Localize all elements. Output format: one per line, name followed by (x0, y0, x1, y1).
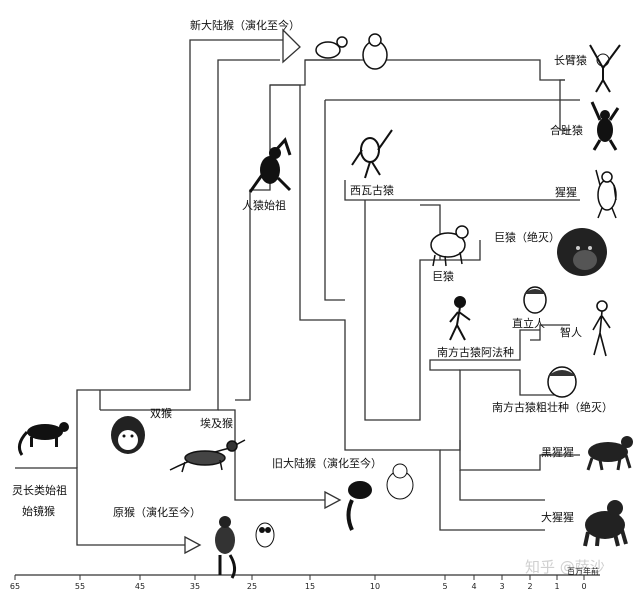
tick-label: 3 (499, 582, 505, 591)
label-new-world-monkey: 新大陆猴（演化至今） (190, 19, 300, 32)
branch-siva (324, 100, 345, 301)
gigantopithecus-head-icon (557, 228, 607, 276)
label-ape-ancestor: 人猿始祖 (242, 199, 286, 212)
branch-chimp-gorilla (459, 440, 580, 471)
branch-lesser-apes (305, 59, 565, 81)
label-australopithecus-afarensis: 南方古猿阿法种 (437, 346, 514, 359)
robustus-head-icon (547, 366, 577, 398)
branch-hominoid (235, 59, 360, 401)
hominid-walker-icon (449, 296, 471, 341)
label-gigantopithecus: 巨猿 (432, 270, 454, 283)
label-homo-sapiens: 智人 (560, 326, 582, 339)
branch-gibbon-split (559, 79, 570, 131)
macaque-icon (346, 463, 414, 531)
label-adapiform: 始镜猴 (22, 505, 55, 518)
tick-label: 55 (74, 582, 86, 591)
label-orangutan: 猩猩 (555, 186, 577, 199)
ape-ancestor-icon (248, 137, 292, 193)
tick-label: 65 (9, 582, 21, 591)
tick-label: 4 (471, 582, 477, 591)
label-gibbon: 长臂猿 (554, 54, 587, 67)
branch-african-apes (440, 369, 560, 451)
label-aegyptopithecus: 埃及猴 (200, 417, 233, 430)
label-siamang: 合趾猿 (550, 124, 583, 137)
branch-anthropoid (76, 389, 100, 468)
homo-erectus-head-icon (523, 286, 547, 314)
label-homo-erectus: 直立人 (512, 317, 545, 330)
new-world-arrow (282, 28, 301, 64)
tick-label: 10 (369, 582, 381, 591)
chimp-head-icon (111, 416, 145, 454)
watermark: 知乎 @萨沙 (525, 558, 605, 576)
gibbon-icon (589, 44, 621, 93)
tick-label: 5 (442, 582, 448, 591)
label-sivapithecus: 西瓦古猿 (350, 184, 394, 197)
label-gigantopithecus-extinct: 巨猿（绝灭） (494, 231, 560, 244)
tick-label: 25 (246, 582, 258, 591)
gorilla-icon (583, 500, 628, 547)
axis-unit-label: 百万年前 (567, 567, 599, 576)
branch-old-world (218, 409, 330, 501)
label-chimpanzee: 黑猩猩 (541, 446, 574, 459)
old-world-arrow (324, 490, 342, 510)
prosimian-icons (215, 516, 275, 579)
homo-sapiens-icon (592, 300, 611, 357)
new-world-monkey-icon (315, 33, 388, 70)
branch-giganto (364, 200, 481, 421)
tick-label: 35 (189, 582, 201, 591)
tick-label: 15 (304, 582, 316, 591)
orangutan-icon (595, 169, 617, 219)
chimpanzee-icon (586, 436, 633, 471)
label-prosimian: 原猴（演化至今） (113, 506, 201, 519)
lemur-icon (17, 422, 69, 456)
branch-gorilla (459, 470, 545, 501)
sivapithecus-icon (351, 129, 393, 179)
label-primate-ancestor: 灵长类始祖 (12, 484, 67, 497)
siamang-icon (590, 101, 620, 151)
branch-orangutan-lineage (344, 180, 580, 201)
label-anthropoid: 双猴 (150, 407, 172, 420)
tick-label: 1 (554, 582, 560, 591)
label-gorilla: 大猩猩 (541, 511, 574, 524)
aegyptopithecus-icon (169, 439, 246, 473)
branch-great-apes (270, 84, 545, 531)
label-australopithecus-robustus: 南方古猿粗壮种（绝灭） (492, 401, 613, 414)
prosimian-arrow (184, 535, 202, 555)
branch-hominin (429, 329, 540, 371)
tick-label: 2 (527, 582, 533, 591)
branch-human (530, 324, 570, 341)
branch-main-trunk (15, 467, 190, 546)
tick-label: 45 (134, 582, 146, 591)
branch-to-new-world (100, 39, 285, 391)
gigantopithecus-icon (430, 225, 469, 267)
branch-catarrhine (100, 59, 280, 411)
label-old-world-monkey: 旧大陆猴（演化至今） (272, 457, 382, 470)
tick-label: 0 (581, 582, 587, 591)
